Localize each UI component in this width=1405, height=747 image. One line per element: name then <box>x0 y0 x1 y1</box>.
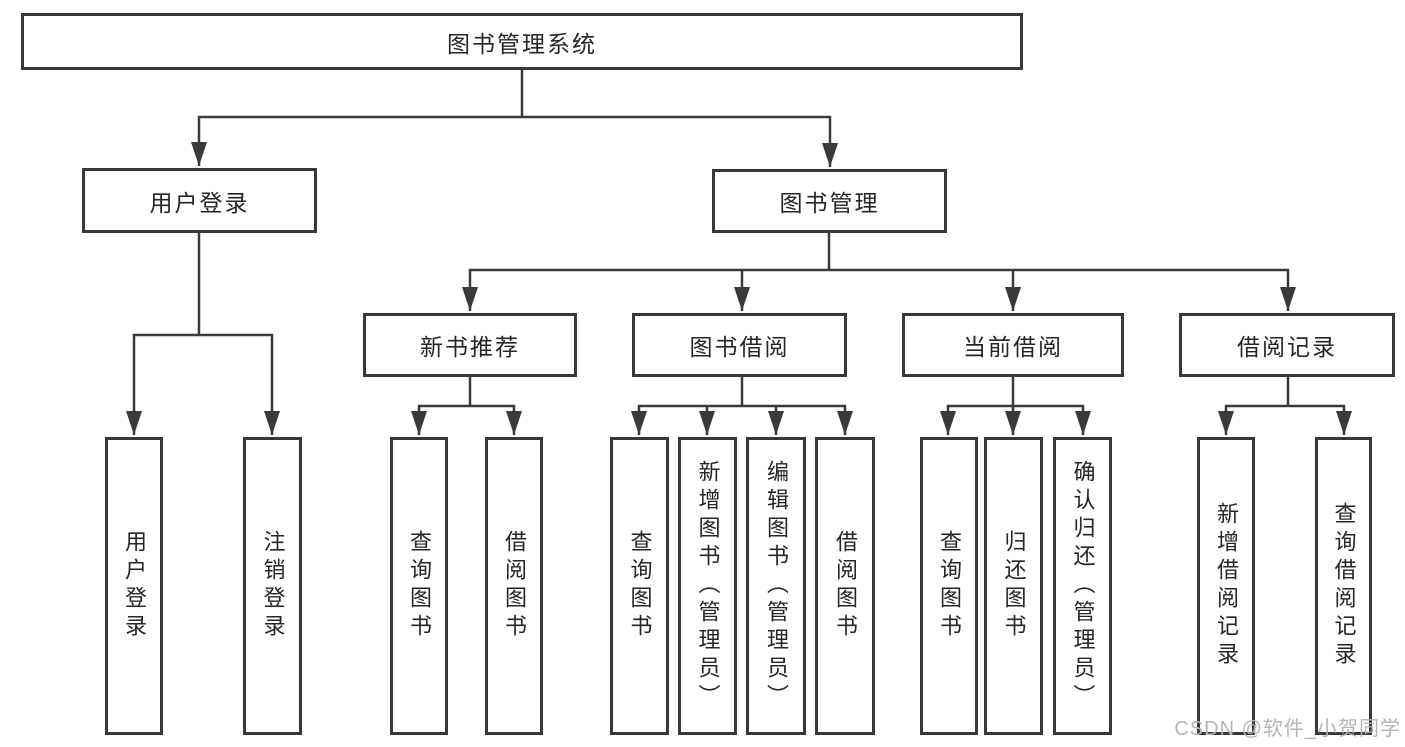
leaf-query-borrow-record: 查询借阅记录 <box>1315 437 1372 735</box>
node-borrowing-records: 借阅记录 <box>1179 313 1395 377</box>
leaf-rec-borrow-books: 借阅图书 <box>485 437 543 735</box>
node-current-borrowing-label: 当前借阅 <box>963 334 1063 360</box>
node-user-login-label: 用户登录 <box>149 189 250 216</box>
leaf-confirm-return-admin: 确认归还（管理员） <box>1053 437 1112 735</box>
leaf-logout-label: 注销登录 <box>260 530 286 642</box>
leaf-borrow-query-books: 查询图书 <box>610 437 669 735</box>
leaf-borrow-books: 借阅图书 <box>815 437 875 735</box>
node-library-management-system-label: 图书管理系统 <box>447 30 597 57</box>
node-user-login: 用户登录 <box>82 168 317 233</box>
node-library-management-system: 图书管理系统 <box>21 13 1023 70</box>
leaf-add-books-admin-label: 新增图书（管理员） <box>695 460 721 712</box>
leaf-borrow-query-books-label: 查询图书 <box>627 530 653 642</box>
leaf-user-login-label: 用户登录 <box>122 530 147 642</box>
leaf-add-borrow-record: 新增借阅记录 <box>1197 437 1255 735</box>
node-new-book-recommendation-label: 新书推荐 <box>420 334 520 360</box>
leaf-edit-books-admin: 编辑图书（管理员） <box>746 437 806 735</box>
leaf-edit-books-admin-label: 编辑图书（管理员） <box>764 460 789 712</box>
leaf-return-books: 归还图书 <box>984 437 1043 735</box>
leaf-rec-query-books-label: 查询图书 <box>407 530 432 642</box>
node-borrowing-records-label: 借阅记录 <box>1237 334 1337 360</box>
node-book-management-label: 图书管理 <box>779 190 880 216</box>
leaf-confirm-return-admin-label: 确认归还（管理员） <box>1070 460 1096 712</box>
leaf-return-books-label: 归还图书 <box>1001 530 1027 642</box>
leaf-borrow-books-label: 借阅图书 <box>833 530 858 642</box>
leaf-logout: 注销登录 <box>243 437 302 735</box>
node-new-book-recommendation: 新书推荐 <box>363 313 577 377</box>
leaf-user-login: 用户登录 <box>105 437 163 735</box>
node-book-borrowing: 图书借阅 <box>632 313 847 377</box>
node-book-borrowing-label: 图书借阅 <box>689 334 790 360</box>
leaf-current-query-books-label: 查询图书 <box>937 530 962 642</box>
leaf-query-borrow-record-label: 查询借阅记录 <box>1331 502 1357 670</box>
node-current-borrowing: 当前借阅 <box>902 313 1124 377</box>
node-book-management: 图书管理 <box>712 169 947 233</box>
leaf-rec-borrow-books-label: 借阅图书 <box>502 530 527 642</box>
leaf-current-query-books: 查询图书 <box>920 437 978 735</box>
leaf-add-borrow-record-label: 新增借阅记录 <box>1214 502 1239 670</box>
leaf-rec-query-books: 查询图书 <box>390 437 448 735</box>
csdn-watermark: CSDN @软件_小贺同学 <box>1174 718 1401 740</box>
leaf-add-books-admin: 新增图书（管理员） <box>678 437 737 735</box>
